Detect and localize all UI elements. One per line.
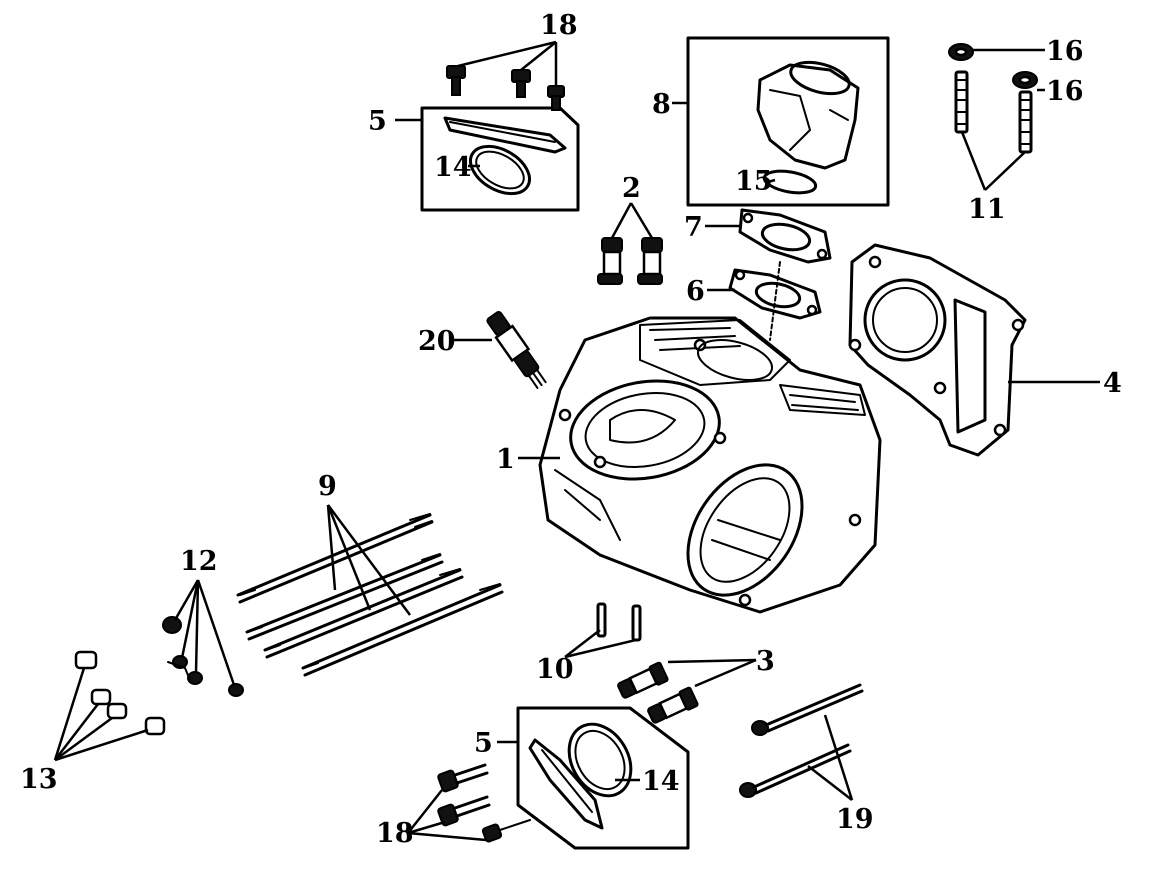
studs-11 [954,70,1033,154]
callout-5-bottom: 5 [474,728,493,759]
callout-6: 6 [686,276,705,307]
callout-12: 12 [180,546,218,577]
callout-13: 13 [20,764,58,795]
callout-14-bottom: 14 [642,766,680,797]
cylinder-head-gasket [848,243,1027,457]
bolts-18-bottom [437,763,531,843]
locating-pins-10 [596,602,642,642]
dowel-pins-12 [162,616,244,697]
callout-9: 9 [318,471,337,502]
bolts-18-top [446,65,565,111]
callout-19: 19 [836,804,874,835]
callout-10: 10 [536,654,574,685]
insulator-spacer [738,208,832,341]
valves-3 [617,661,699,724]
temperature-sensor-20 [486,311,547,389]
callout-16-a: 16 [1046,36,1084,67]
callout-14-top: 14 [434,152,472,183]
side-cover-bottom [516,706,690,850]
callout-11: 11 [968,194,1006,225]
side-cover-top [420,106,580,212]
cylinder-head [538,316,882,614]
callout-8: 8 [652,89,671,120]
callout-3: 3 [756,646,775,677]
callout-1: 1 [496,444,515,475]
callout-7: 7 [684,212,703,243]
long-studs-9 [236,513,504,677]
callout-16-b: 16 [1046,76,1084,107]
long-bolts-19 [739,683,864,798]
callout-2: 2 [622,173,641,204]
nuts-13 [74,650,166,736]
intake-gasket [728,268,822,320]
callout-labels: 1 2 3 4 5 5 6 7 8 9 10 11 12 13 14 14 15… [20,10,1122,849]
callout-18-top: 18 [540,10,578,41]
callout-15: 15 [735,166,773,197]
leader-lines [53,40,1100,842]
callout-5-top: 5 [368,106,387,137]
callout-18-bottom: 18 [376,818,414,849]
intake-pipe-box [686,36,890,207]
nuts-16 [948,43,1038,89]
callout-20: 20 [418,326,456,357]
callout-4: 4 [1103,368,1122,399]
valve-adjusters-2 [597,237,663,285]
